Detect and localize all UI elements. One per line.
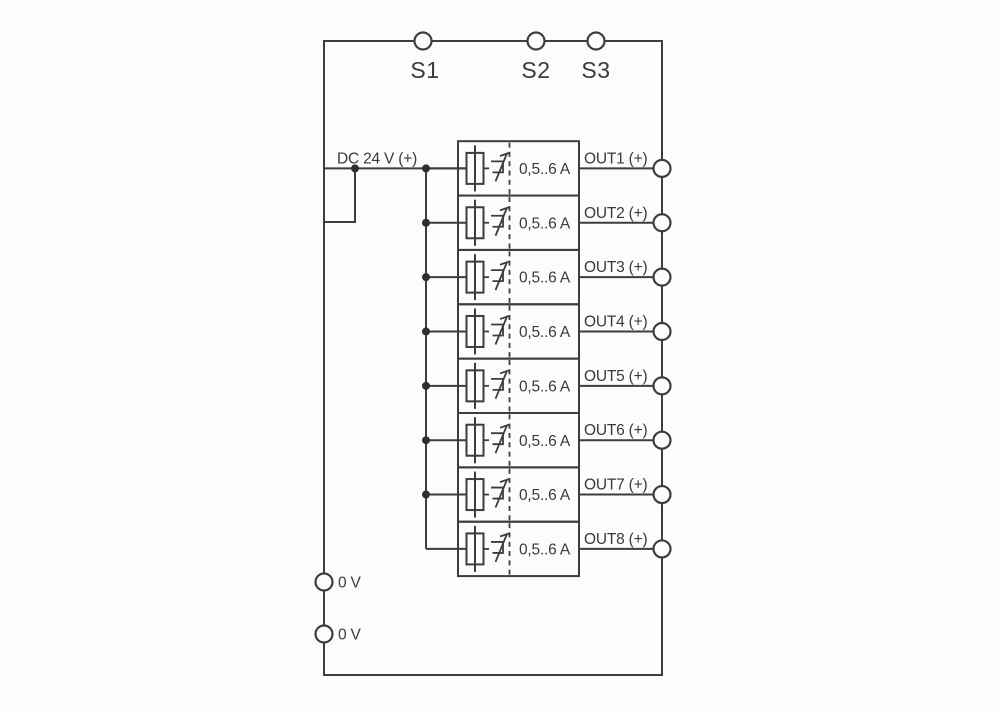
breaker-tip-tick — [499, 151, 511, 157]
output-terminal — [652, 267, 672, 287]
bus-junction-dot — [422, 273, 430, 282]
terminal-s3 — [586, 31, 606, 51]
output-label: OUT1 (+) — [584, 150, 647, 167]
ground-terminal-2 — [314, 624, 334, 644]
breaker-tip-tick — [499, 532, 511, 538]
supply-loop-wire — [324, 168, 356, 223]
breaker-blade — [494, 533, 508, 563]
output-label: OUT3 (+) — [584, 259, 647, 276]
terminal-s3-label: S3 — [581, 57, 610, 83]
channel-row-6: OUT6 (+) 0,5..6 A — [422, 411, 672, 469]
channel-row-4: OUT4 (+) 0,5..6 A — [422, 303, 672, 360]
channel-row-1: OUT1 (+) 0,5..6 A — [422, 140, 672, 197]
module-frame — [323, 40, 663, 676]
breaker-latch-symbol — [491, 269, 504, 283]
bus-junction-dot — [422, 436, 430, 445]
terminal-s1 — [413, 31, 433, 51]
output-terminal — [652, 376, 672, 396]
rating-label: 0,5..6 A — [519, 215, 571, 232]
breaker-blade — [494, 261, 508, 291]
ground-terminal-1 — [314, 572, 334, 592]
bus-junction-dot — [422, 218, 430, 227]
breaker-blade — [494, 424, 508, 454]
rating-label: 0,5..6 A — [519, 542, 571, 559]
output-label: OUT2 (+) — [584, 205, 647, 222]
output-label: OUT6 (+) — [584, 422, 647, 439]
channel-row-3: OUT3 (+) 0,5..6 A — [422, 248, 672, 306]
breaker-blade — [494, 316, 508, 345]
channel-row-2: OUT2 (+) 0,5..6 A — [422, 194, 672, 251]
channel-row-5: OUT5 (+) 0,5..6 A — [422, 357, 672, 414]
breaker-latch-symbol — [491, 377, 504, 391]
output-terminal — [652, 158, 672, 178]
rating-label: 0,5..6 A — [519, 378, 571, 395]
rating-label: 0,5..6 A — [519, 270, 571, 287]
breaker-blade — [494, 207, 508, 237]
rating-label: 0,5..6 A — [519, 161, 571, 178]
output-label: OUT4 (+) — [584, 313, 647, 330]
terminal-s2-label: S2 — [521, 57, 550, 83]
breaker-tip-tick — [499, 369, 511, 375]
breaker-latch-symbol — [491, 486, 504, 500]
breaker-tip-tick — [499, 314, 511, 320]
dc-supply-label: DC 24 V (+) — [337, 151, 417, 168]
output-label: OUT7 (+) — [584, 477, 647, 494]
breaker-latch-symbol — [491, 160, 504, 174]
terminal-s2 — [526, 31, 546, 51]
output-label: OUT5 (+) — [584, 368, 647, 385]
breaker-blade — [494, 479, 508, 508]
rating-label: 0,5..6 A — [519, 433, 571, 450]
bus-junction-dot — [422, 327, 430, 336]
ground-label-2: 0 V — [338, 627, 362, 644]
breaker-tip-tick — [499, 423, 511, 429]
breaker-tip-tick — [499, 477, 511, 484]
channel-row-8: OUT8 (+) 0,5..6 A — [426, 520, 672, 578]
breaker-latch-symbol — [491, 541, 504, 554]
bus-junction-dot — [422, 164, 430, 173]
rating-label: 0,5..6 A — [519, 487, 571, 504]
breaker-latch-symbol — [491, 323, 504, 337]
ground-label-1: 0 V — [338, 575, 362, 592]
output-label: OUT8 (+) — [584, 531, 647, 548]
output-terminal — [652, 539, 672, 559]
bus-junction-dot — [422, 490, 430, 499]
output-terminal — [652, 321, 672, 342]
output-terminal — [652, 430, 672, 450]
channel-row-7: OUT7 (+) 0,5..6 A — [422, 466, 672, 523]
junction-dot — [351, 164, 359, 173]
breaker-latch-symbol — [491, 432, 504, 446]
output-terminal — [652, 484, 672, 505]
breaker-tip-tick — [499, 260, 511, 266]
terminal-s1-label: S1 — [410, 57, 439, 83]
output-terminal — [652, 213, 672, 233]
breaker-tip-tick — [499, 206, 511, 212]
breaker-blade — [494, 153, 508, 182]
bus-junction-dot — [422, 381, 430, 390]
breaker-latch-symbol — [491, 214, 504, 228]
rating-label: 0,5..6 A — [519, 324, 571, 341]
breaker-blade — [494, 370, 508, 400]
